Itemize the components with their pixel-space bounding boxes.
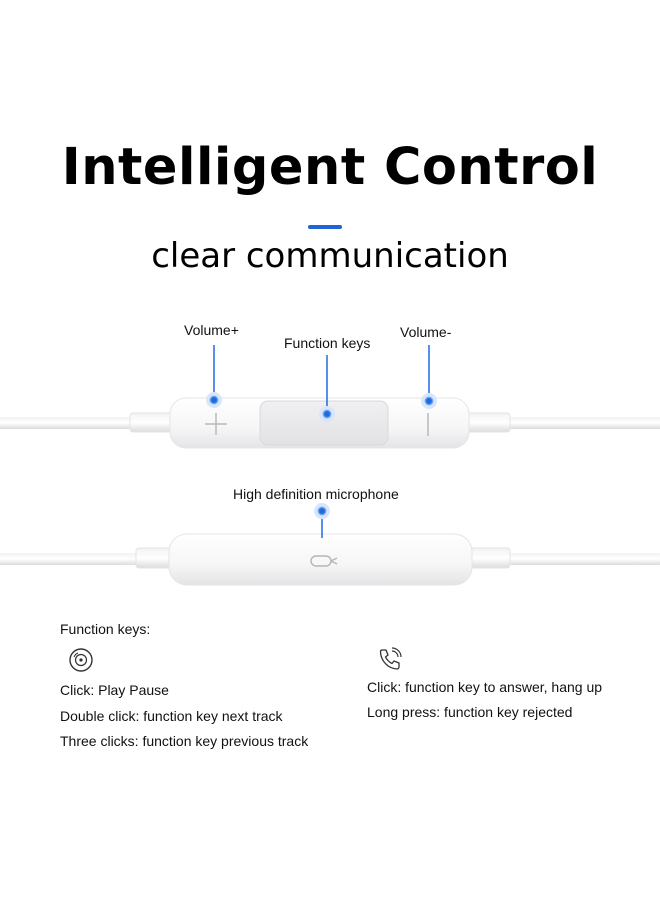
microphone-pointer: [314, 503, 330, 538]
media-action-click: Click: Play Pause: [60, 682, 169, 698]
accent-divider: [308, 225, 342, 229]
function-key-button: [259, 400, 389, 446]
microphone-cable: [0, 547, 660, 569]
media-action-triple-click: Three clicks: function key previous trac…: [60, 733, 309, 749]
plus-icon: [205, 413, 227, 435]
microphone-body: [168, 533, 473, 586]
call-action-click: Click: function key to answer, hang up: [367, 679, 603, 695]
phone-call-icon: [379, 647, 402, 670]
media-action-double-click: Double click: function key next track: [60, 708, 283, 724]
remote-illustration: [0, 345, 660, 586]
page-subtitle: clear communication: [151, 236, 509, 276]
page-title: Intelligent Control: [61, 138, 599, 197]
function-key-pointer: [319, 355, 335, 422]
volume-up-label: Volume+: [184, 322, 239, 338]
microphone-icon: [310, 555, 338, 567]
function-keys-label: Function keys: [284, 335, 371, 351]
microphone-label: High definition microphone: [233, 486, 399, 502]
volume-down-pointer: [421, 345, 437, 409]
controller-cable: [0, 412, 660, 433]
call-action-long-press: Long press: function key rejected: [367, 704, 573, 720]
disc-icon: [69, 648, 93, 672]
function-keys-heading: Function keys:: [60, 621, 151, 637]
volume-up-pointer: [206, 345, 222, 408]
volume-down-label: Volume-: [400, 324, 452, 340]
